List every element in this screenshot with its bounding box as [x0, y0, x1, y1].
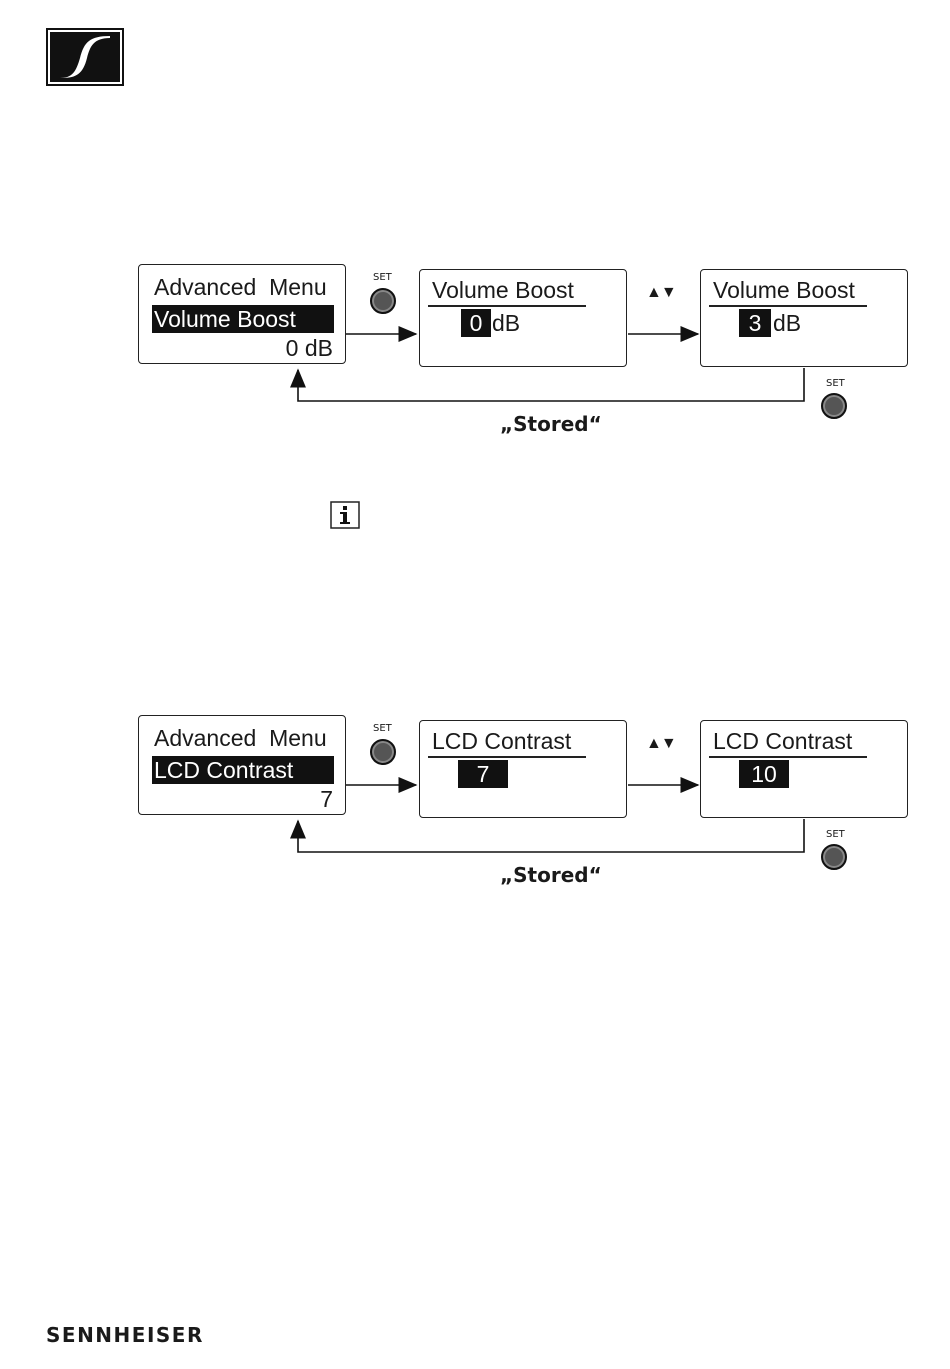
value-box: 10	[739, 760, 789, 788]
screen-advanced-menu: Advanced Menu Volume Boost 0 dB	[138, 264, 346, 364]
lcd-contrast-diagram: Advanced Menu LCD Contrast 7 SET LCD Con…	[130, 709, 920, 889]
set-label: SET	[826, 378, 845, 389]
screen-volume-boost-current: Volume Boost 0 dB	[419, 269, 627, 367]
set-label: SET	[826, 829, 845, 840]
screen-lcd-contrast-new: LCD Contrast 10	[700, 720, 908, 818]
screen-title: Volume Boost	[713, 277, 855, 303]
stored-label: „Stored“	[500, 863, 602, 887]
screen-title: LCD Contrast	[713, 728, 852, 754]
screen-advanced-menu: Advanced Menu LCD Contrast 7	[138, 715, 346, 815]
unit-label: dB	[492, 309, 520, 337]
screen-title: Advanced Menu	[154, 274, 327, 300]
stored-label: „Stored“	[500, 412, 602, 436]
sennheiser-wordmark: SENNHEISER	[46, 1323, 204, 1347]
title-underline	[709, 756, 867, 758]
set-label: SET	[373, 272, 392, 283]
volume-boost-diagram: Advanced Menu Volume Boost 0 dB SET Volu…	[130, 258, 920, 438]
value-box: 3	[739, 309, 771, 337]
highlighted-menu-item: LCD Contrast	[152, 756, 334, 784]
title-underline	[428, 305, 586, 307]
set-button[interactable]	[370, 288, 396, 314]
title-underline	[428, 756, 586, 758]
set-button[interactable]	[821, 844, 847, 870]
up-down-arrows-icon: ▲▼	[646, 735, 676, 753]
set-button[interactable]	[370, 739, 396, 765]
unit-label: dB	[773, 309, 801, 337]
up-down-arrows-icon: ▲▼	[646, 284, 676, 302]
screen-title: Volume Boost	[432, 277, 574, 303]
menu-value: 7	[320, 786, 333, 812]
value-box: 7	[458, 760, 508, 788]
value-box: 0	[461, 309, 491, 337]
menu-value: 0 dB	[286, 335, 333, 361]
screen-title: Advanced Menu	[154, 725, 327, 751]
set-button[interactable]	[821, 393, 847, 419]
screen-title: LCD Contrast	[432, 728, 571, 754]
highlighted-menu-item: Volume Boost	[152, 305, 334, 333]
sennheiser-logo-icon	[46, 28, 124, 86]
title-underline	[709, 305, 867, 307]
screen-lcd-contrast-current: LCD Contrast 7	[419, 720, 627, 818]
screen-volume-boost-new: Volume Boost 3 dB	[700, 269, 908, 367]
info-icon	[330, 501, 360, 529]
set-label: SET	[373, 723, 392, 734]
